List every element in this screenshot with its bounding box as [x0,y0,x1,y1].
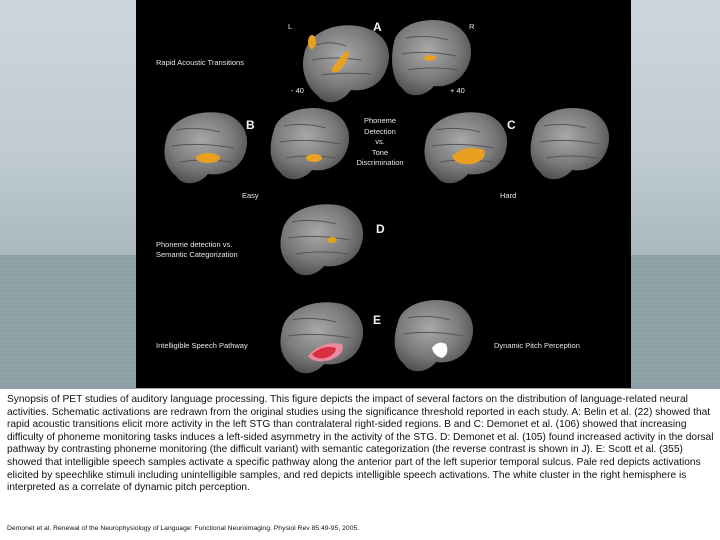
right-marker: R [469,22,475,31]
brain-e-right [394,300,474,372]
citation: Demonet et al. Renewal of the Neurophysi… [7,525,360,532]
left-marker: L [288,22,293,31]
brain-c-2 [530,108,610,180]
panel-d-label-line-2: Semantic Categorization [156,250,238,259]
brain-illustrations [164,20,610,374]
center-text-line-5: Discrimination [356,158,404,167]
brain-b-2 [270,108,350,180]
panel-e-label-right: Dynamic Pitch Perception [494,341,580,350]
center-text-line-1: Phoneme [363,116,397,125]
center-text-line-2: Detection [364,126,396,136]
panel-d-label-line-1: Phoneme detection vs. [156,240,233,249]
activation-a-right [424,55,436,61]
panel-letter-b: B [246,118,255,132]
brain-e-left [280,302,364,374]
activation-a-left-1 [331,50,349,73]
panel-c-sublabel: Hard [500,191,517,200]
center-text-line-4: Tone [371,147,389,157]
activation-b-1 [196,153,220,163]
caption-text: Synopsis of PET studies of auditory lang… [7,394,714,494]
activation-a-left-2 [308,35,316,49]
brain-figure: L A R Rapid Acoustic Transitions - 40 + … [136,0,631,388]
panel-letter-e: E [373,313,382,327]
activation-b-2 [306,154,322,162]
panel-letter-a: A [373,20,382,34]
activation-e-pitch [432,342,448,358]
brain-d [280,204,364,276]
figure-caption: Synopsis of PET studies of auditory lang… [0,389,720,540]
brain-c-1 [424,112,508,184]
right-coordinate: + 40 [450,86,465,95]
activation-d [327,237,337,243]
brain-a-left [302,25,390,103]
panel-letter-d: D [376,222,385,236]
center-text-line-3: vs. [375,137,385,146]
panel-b-sublabel: Easy [242,191,259,200]
panel-letter-c: C [507,118,516,132]
panel-a-label: Rapid Acoustic Transitions [156,58,244,67]
panel-e-label-left: Intelligible Speech Pathway [156,341,248,350]
activation-c-1 [452,148,485,165]
activation-e-intelligible [312,346,336,359]
left-coordinate: - 40 [291,86,304,95]
center-contrast-text: Phoneme Detection vs. Tone Discriminatio… [345,116,415,169]
brain-b-1 [164,112,248,184]
